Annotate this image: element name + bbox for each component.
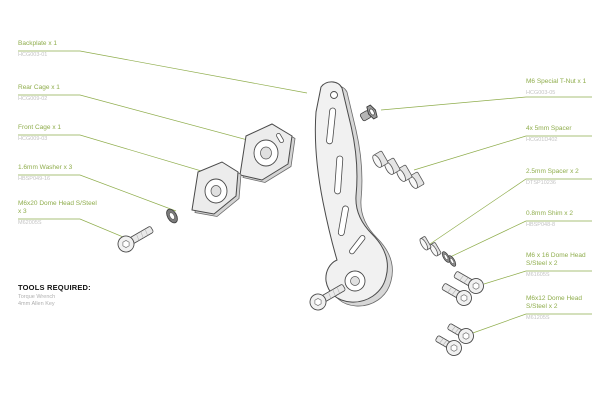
part-name: 1.6mm Washer x 3: [18, 164, 73, 171]
part-number: M62005S: [18, 220, 42, 226]
part-name: Front Cage x 1: [18, 124, 61, 131]
label-backplate: Backplate x 1 HCG003-01: [18, 40, 118, 58]
part-number: HCG009-02: [18, 96, 48, 102]
front-cage-drawing: [191, 161, 242, 217]
part-number: M61605S: [526, 272, 550, 278]
label-spacer-5mm: 4x 5mm Spacer HCG01D402: [526, 125, 598, 143]
part-number: HCG003-01: [18, 52, 48, 58]
spacer-5mm-stack-drawing: [370, 150, 425, 191]
tools-required-block: TOOLS REQUIRED: Torque Wrench 4mm Allen …: [18, 283, 128, 308]
label-bolt-m6x16: M6 x 16 Dome Head S/Steel x 2 M61605S: [526, 252, 598, 278]
label-shim: 0.8mm Shim x 2 HBSP048-8: [526, 210, 598, 228]
label-front-cage: Front Cage x 1 HCG009-03: [18, 124, 118, 142]
part-name: 0.8mm Shim x 2: [526, 210, 573, 217]
label-bolt-m6x12: M6x12 Dome Head S/Steel x 2 M61205S: [526, 295, 598, 321]
part-number: M61205S: [526, 315, 550, 321]
bolt-m6x16-drawing-pair: [439, 267, 487, 309]
leader-lines: [18, 50, 592, 335]
part-name: M6 x 16 Dome Head S/Steel x 2: [526, 252, 586, 267]
part-name: Rear Cage x 1: [18, 84, 60, 91]
part-name: M6 Special T-Nut x 1: [526, 78, 587, 85]
label-t-nut: M6 Special T-Nut x 1 HCG003-05: [526, 78, 598, 96]
part-number: DTSP10236: [526, 180, 556, 186]
bolt-m6x12-drawing-pair: [432, 319, 477, 359]
part-name: 4x 5mm Spacer: [526, 125, 572, 132]
backplate-top-hole: [330, 91, 338, 99]
part-number: HCG01D402: [526, 137, 558, 143]
part-number: HCG009-03: [18, 136, 48, 142]
bolt-m6x20-drawing-1: [114, 221, 157, 256]
tools-required-heading: TOOLS REQUIRED:: [18, 283, 91, 292]
label-spacer-2-5mm: 2.5mm Spacer x 2 DTSP10236: [526, 168, 598, 186]
label-washer: 1.6mm Washer x 3 HBSP049-16: [18, 164, 118, 182]
tool-item: 4mm Allen Key: [18, 301, 55, 307]
shim-0-8mm-drawing: [440, 250, 458, 268]
part-number: HCG003-05: [526, 90, 556, 96]
part-name: Backplate x 1: [18, 40, 58, 47]
backplate-drawing: [314, 81, 393, 307]
washer-drawing: [163, 206, 181, 226]
part-number: HBSP049-16: [18, 176, 51, 182]
tool-item: Torque Wrench: [18, 294, 56, 300]
part-number: HBSP048-8: [526, 222, 556, 228]
label-bolt-m6x20: M6x20 Dome Head S/Steel x 3 M62005S: [18, 200, 100, 226]
rear-cage-drawing: [239, 123, 296, 183]
spacer-2-5mm-drawing: [418, 235, 442, 258]
t-nut-drawing: [359, 104, 378, 122]
label-rear-cage: Rear Cage x 1 HCG009-02: [18, 84, 118, 102]
part-name: 2.5mm Spacer x 2: [526, 168, 579, 175]
part-name: M6x12 Dome Head S/Steel x 2: [526, 295, 582, 310]
part-name: M6x20 Dome Head S/Steel x 3: [18, 200, 97, 215]
